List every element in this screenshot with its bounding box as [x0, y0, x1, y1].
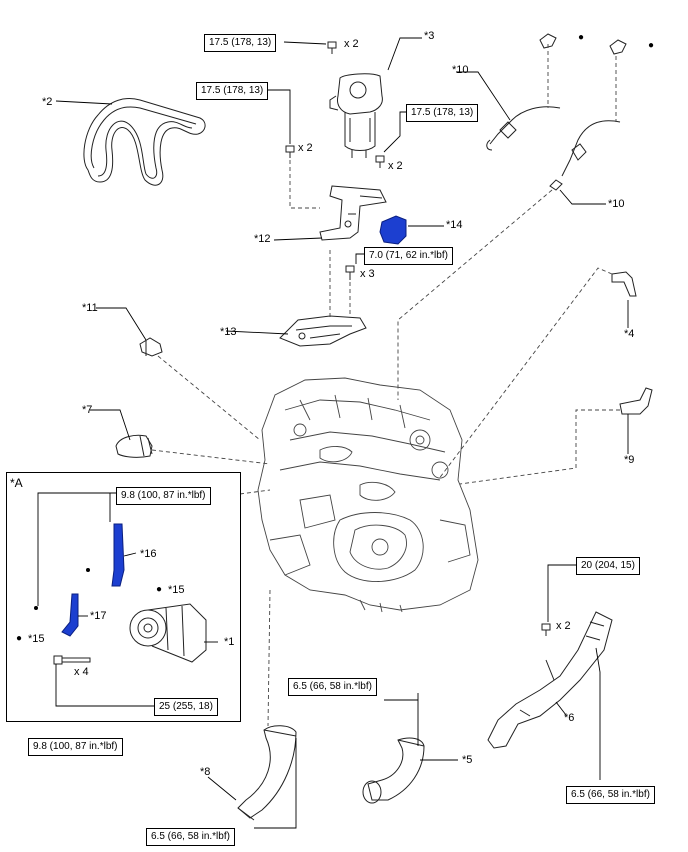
hose-5-drawing	[362, 737, 425, 804]
leader-lines	[37, 37, 629, 829]
hose-9-drawing	[619, 387, 653, 415]
part-label-16: *16	[140, 548, 157, 560]
part-label-7: *7	[82, 404, 93, 416]
part-label-17: *17	[90, 610, 107, 622]
part-label-11: *11	[82, 302, 98, 314]
part-label-10b: *10	[608, 198, 625, 210]
torque-spec-8: 6.5 (66, 58 in.*lbf)	[146, 828, 235, 846]
marker-dot-15b: ●	[16, 633, 23, 644]
qty-right: x 2	[388, 160, 403, 172]
part-label-6: *6	[564, 712, 575, 724]
torque-spec-6-bottom: 6.5 (66, 58 in.*lbf)	[566, 786, 655, 804]
part-label-2: *2	[42, 96, 53, 108]
qty-inset: x 4	[74, 666, 89, 678]
marker-dot-10b: ●	[648, 40, 655, 51]
part-label-15b: *15	[28, 633, 45, 645]
hose-4-drawing	[611, 271, 637, 297]
qty-left: x 2	[298, 142, 313, 154]
part-label-9: *9	[624, 454, 635, 466]
hose-7-drawing	[115, 434, 153, 458]
bracket-14-drawing	[379, 215, 407, 245]
egr-valve-drawing	[329, 73, 383, 158]
part-label-13: *13	[220, 326, 237, 338]
qty-top: x 2	[344, 38, 359, 50]
torque-spec-bracket: 7.0 (71, 62 in.*lbf)	[364, 247, 453, 265]
engine-assembly-drawing	[257, 377, 479, 613]
torque-spec-inset-top: 9.8 (100, 87 in.*lbf)	[116, 487, 211, 505]
part-label-3: *3	[424, 30, 435, 42]
dashed-connection-lines	[151, 44, 620, 727]
marker-dot-15a: ●	[156, 584, 163, 595]
part-label-1: *1	[224, 636, 235, 648]
part-label-12: *12	[254, 233, 271, 245]
inset-bolt-drawing	[53, 655, 91, 665]
torque-spec-right: 17.5 (178, 13)	[406, 104, 479, 122]
part-label-5: *5	[462, 754, 473, 766]
bracket-13-drawing	[279, 315, 367, 347]
hose-8-drawing	[237, 725, 297, 821]
inset-a-title: *A	[10, 476, 23, 490]
part-label-15a: *15	[168, 584, 185, 596]
drive-belt-drawing	[83, 98, 206, 186]
qty-6: x 2	[556, 620, 571, 632]
part-label-4: *4	[624, 328, 635, 340]
small-bolts-drawing	[285, 41, 551, 636]
part-label-10a: *10	[452, 64, 469, 76]
torque-spec-left: 17.5 (178, 13)	[196, 82, 269, 100]
part-label-14: *14	[446, 219, 463, 231]
bracket-12-drawing	[319, 185, 387, 241]
torque-spec-5: 6.5 (66, 58 in.*lbf)	[288, 678, 377, 696]
torque-spec-legend: 9.8 (100, 87 in.*lbf)	[28, 738, 123, 756]
torque-spec-top: 17.5 (178, 13)	[204, 34, 277, 52]
torque-spec-inset-bottom: 25 (255, 18)	[154, 698, 218, 716]
part-label-8: *8	[200, 766, 211, 778]
hose-17-drawing	[61, 593, 79, 637]
marker-dot-10a: ●	[578, 32, 585, 43]
hose-16-drawing	[111, 523, 125, 587]
qty-bracket: x 3	[360, 268, 375, 280]
torque-spec-6-top: 20 (204, 15)	[576, 557, 640, 575]
inset-a-frame	[6, 472, 241, 722]
hose-11-drawing	[139, 337, 163, 357]
cable-10-left-drawing	[486, 33, 561, 151]
pipe-6-drawing	[487, 611, 613, 749]
cable-10-right-drawing	[549, 39, 627, 191]
compressor-1-drawing	[129, 603, 207, 663]
